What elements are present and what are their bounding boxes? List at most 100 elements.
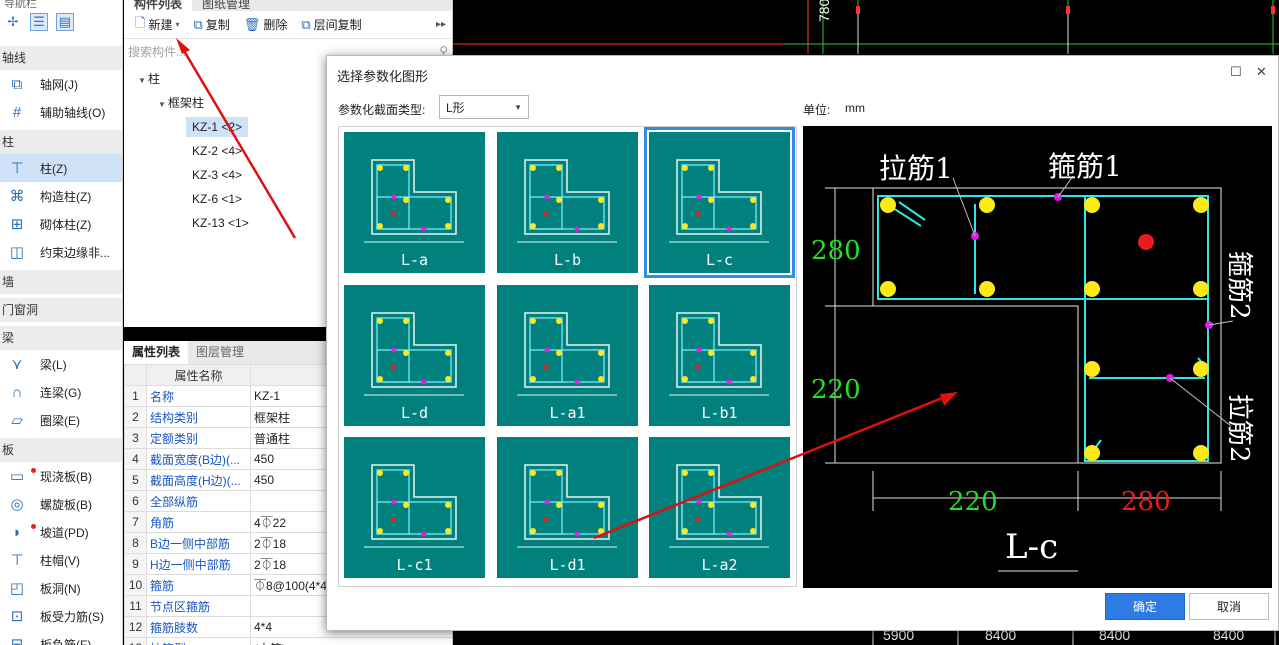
caret-down-icon[interactable]: ▼ (158, 100, 166, 109)
dim-bottom-right: 280 (1121, 487, 1171, 517)
more-icon[interactable]: ▸▸ (435, 19, 446, 30)
property-row-number: 10 (124, 574, 147, 596)
longitudinal-bar (1084, 445, 1100, 461)
nav-group-slab[interactable]: 板 (0, 438, 122, 462)
cad-canvas-bottom[interactable]: 5900 8400 8400 8400 (453, 627, 1279, 645)
shape-thumb-l-c1[interactable]: L-c1 (344, 437, 485, 578)
cad-dim-label: 780 (816, 0, 832, 22)
nav-item-coupling-beam[interactable]: ∩连梁(G) (0, 378, 122, 406)
shape-thumb-l-d1[interactable]: L-d1 (497, 437, 638, 578)
shape-thumb-l-a[interactable]: L-a (344, 132, 485, 273)
shape-thumb-drawing (364, 159, 464, 243)
nav-item-constructional-column[interactable]: ⌘构造柱(Z) (0, 182, 122, 210)
section-type-select[interactable]: L形 ▼ (439, 95, 529, 119)
caret-down-icon[interactable]: ▼ (138, 76, 146, 85)
property-row-number: 5 (124, 469, 147, 491)
label-stirrup-1: 箍筋1 (1048, 150, 1122, 183)
longitudinal-bar (979, 197, 995, 213)
nav-group-axis[interactable]: 轴线 (0, 46, 122, 70)
pin-icon[interactable]: ✢ (7, 14, 19, 29)
shape-thumb-l-a1[interactable]: L-a1 (497, 285, 638, 426)
nav-item-slab-hole[interactable]: ◰板洞(N) (0, 574, 122, 602)
nav-item-edge-member[interactable]: ◫约束边缘非... (0, 238, 122, 266)
shape-thumb-label: L-d (400, 404, 429, 422)
floor-copy-icon: ⧉ (301, 16, 311, 32)
shape-thumb-label: L-c (705, 251, 734, 269)
list-view-icon[interactable]: ☰ (30, 13, 48, 31)
shape-thumb-l-a2[interactable]: L-a2 (649, 437, 790, 578)
tab-layer-management[interactable]: 图层管理 (196, 345, 245, 359)
nav-item-column[interactable]: ⊤柱(Z) (0, 154, 122, 182)
trash-icon: 🗑 (243, 16, 261, 32)
shape-preview: 拉筋1 箍筋1 箍筋2 拉筋2 280 220 220 280 L-c (803, 126, 1272, 588)
property-value[interactable]: (中筋) (250, 637, 454, 645)
longitudinal-bar (1084, 361, 1100, 377)
property-row-number: 1 (124, 385, 147, 407)
shape-thumb-l-b[interactable]: L-b (497, 132, 638, 273)
nav-item-slab-rebar[interactable]: ⊡板受力筋(S) (0, 602, 122, 630)
copy-button[interactable]: ⧉复制 (193, 16, 230, 33)
cancel-button[interactable]: 取消 (1189, 593, 1269, 620)
longitudinal-bar (1084, 281, 1100, 297)
component-toolbar: 🗋新建▾ ⧉复制 🗑删除 ⧉层间复制 ▸▸ (124, 11, 452, 39)
property-row-number: 3 (124, 427, 147, 449)
nav-item-masonry-column[interactable]: ⊞砌体柱(Z) (0, 210, 122, 238)
shape-thumb-drawing (517, 159, 617, 243)
new-button[interactable]: 🗋新建▾ (130, 14, 184, 36)
edge-member-icon: ◫ (9, 244, 25, 261)
nav-item-spiral-slab[interactable]: ◎螺旋板(B) (0, 490, 122, 518)
chevron-down-icon[interactable]: ▼ (514, 102, 522, 112)
detail-view-icon[interactable]: ▤ (56, 13, 74, 31)
nav-group-beam[interactable]: 梁 (0, 326, 122, 350)
nav-item-column-cap[interactable]: ⊤柱帽(V) (0, 546, 122, 574)
cad-canvas-top[interactable]: 780 (453, 0, 1279, 54)
search-input[interactable]: 搜索构件... (128, 44, 187, 59)
nav-group-wall[interactable]: 墙 (0, 270, 122, 294)
header-property-name: 属性名称 (146, 364, 251, 386)
shape-thumb-label: L-a (400, 251, 429, 269)
nav-item-aux-axis[interactable]: #辅助轴线(O) (0, 98, 122, 126)
preview-drawing: 拉筋1 箍筋1 箍筋2 拉筋2 280 220 220 280 L-c (811, 150, 1254, 572)
preview-center-bar (1138, 234, 1154, 250)
close-icon[interactable]: ✕ (1256, 64, 1267, 79)
nav-item-beam[interactable]: ⋎梁(L) (0, 350, 122, 378)
navigation-panel: 导航栏 ✢ ☰ ▤ 轴线 ⧉轴网(J) #辅助轴线(O) 柱 ⊤柱(Z) ⌘构造… (0, 0, 123, 645)
property-row[interactable]: 13拉筋型(中筋) (124, 637, 454, 645)
nav-item-ring-beam[interactable]: ▱圈梁(E) (0, 406, 122, 434)
delete-button[interactable]: 🗑删除 (243, 16, 288, 33)
maximize-icon[interactable]: ☐ (1230, 64, 1242, 79)
tree-node-column[interactable]: ▼柱 (124, 67, 452, 91)
shape-thumb-l-d[interactable]: L-d (344, 285, 485, 426)
shape-thumb-drawing (669, 312, 769, 396)
component-tabs: 构件列表 图纸管理 (124, 0, 452, 11)
select-parametric-shape-dialog: 选择参数化图形 ☐ ✕ 参数化截面类型: L形 ▼ 单位: mm L-a (326, 55, 1279, 631)
component-search[interactable]: 搜索构件... ⚲ (128, 41, 448, 61)
floor-copy-button[interactable]: ⧉层间复制 (301, 16, 362, 33)
nav-item-slab[interactable]: ▭现浇板(B) (0, 462, 122, 490)
nav-group-column[interactable]: 柱 (0, 130, 122, 154)
nav-group-openings[interactable]: 门窗洞 (0, 298, 122, 322)
shape-thumb-l-c[interactable]: L-c (644, 127, 795, 278)
property-row-number: 12 (124, 616, 147, 638)
unit-label: 单位: (803, 103, 831, 117)
tab-component-list[interactable]: 构件列表 (124, 0, 193, 11)
nav-item-slab-neg-rebar[interactable]: ⊟板负筋(F) (0, 630, 122, 645)
property-name: 角筋 (146, 511, 251, 533)
tab-drawing-management[interactable]: 图纸管理 (202, 0, 251, 11)
nav-toolbar: ✢ ☰ ▤ (0, 8, 122, 36)
search-icon[interactable]: ⚲ (439, 44, 448, 58)
tab-property-list[interactable]: 属性列表 (124, 341, 189, 364)
shape-thumb-l-b1[interactable]: L-b1 (649, 285, 790, 426)
nav-item-ramp[interactable]: ◗坡道(PD) (0, 518, 122, 546)
nav-item-axis-grid[interactable]: ⧉轴网(J) (0, 70, 122, 98)
cad-dim-3: 8400 (1099, 628, 1130, 643)
property-row-number: 9 (124, 553, 147, 575)
ok-button[interactable]: 确定 (1105, 593, 1185, 620)
chevron-down-icon[interactable]: ▾ (175, 20, 180, 29)
coupling-beam-icon: ∩ (11, 383, 23, 401)
slab-icon: ▭ (9, 468, 25, 485)
cad-dim-1: 5900 (883, 628, 914, 643)
longitudinal-bar (880, 281, 896, 297)
longitudinal-bar (1084, 197, 1100, 213)
property-name: 结构类别 (146, 406, 251, 428)
